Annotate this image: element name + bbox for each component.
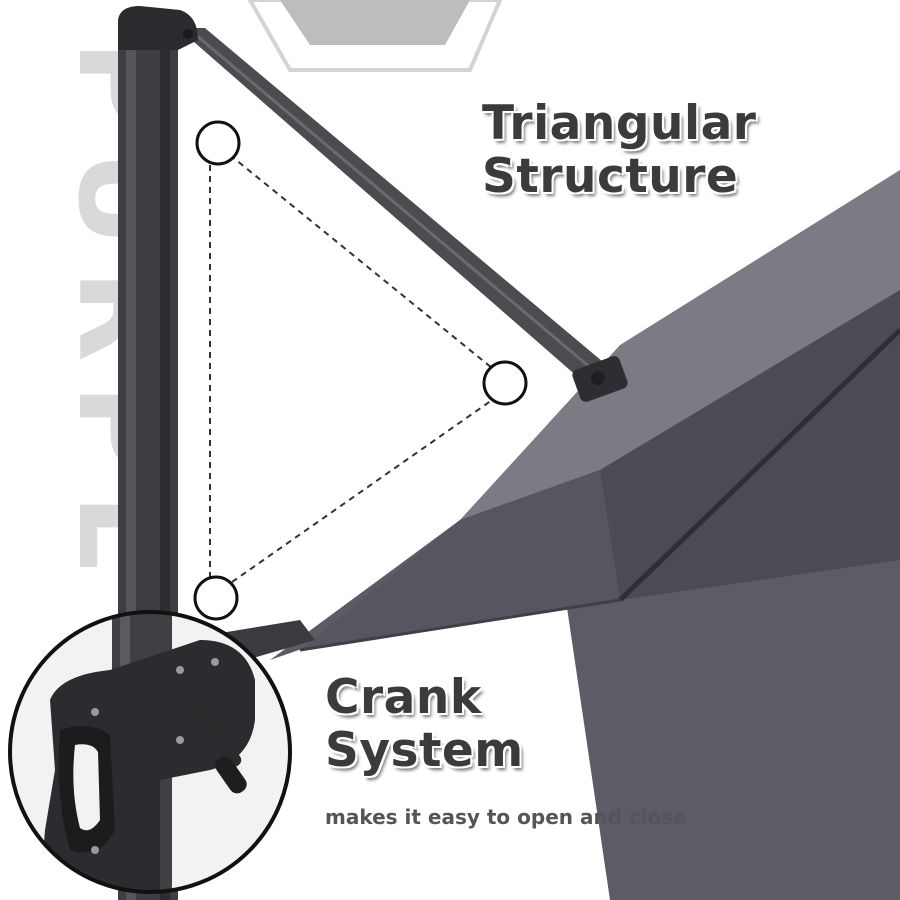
crank-detail-inset — [8, 610, 292, 894]
pivot-point-icon-right — [482, 360, 528, 406]
feature-title-crank-system: Crank System — [325, 670, 524, 778]
hexagon-outline-icon-top — [247, 0, 503, 72]
feature-title-line1: Triangular — [482, 96, 757, 151]
feature-title-line2: Structure — [482, 148, 739, 204]
pivot-point-icon-top — [195, 120, 241, 166]
feature-title-line2: System — [325, 722, 524, 778]
umbrella-canopy — [270, 170, 900, 900]
feature-caption: makes it easy to open and close — [325, 805, 687, 829]
feature-title-triangular-structure: Triangular Structure — [482, 96, 757, 204]
support-arm — [178, 28, 628, 402]
triangle-guide — [193, 120, 528, 621]
pivot-point-icon-bottom — [193, 575, 239, 621]
arm-bolt-icon — [591, 371, 605, 385]
feature-title-line1: Crank — [325, 670, 482, 725]
